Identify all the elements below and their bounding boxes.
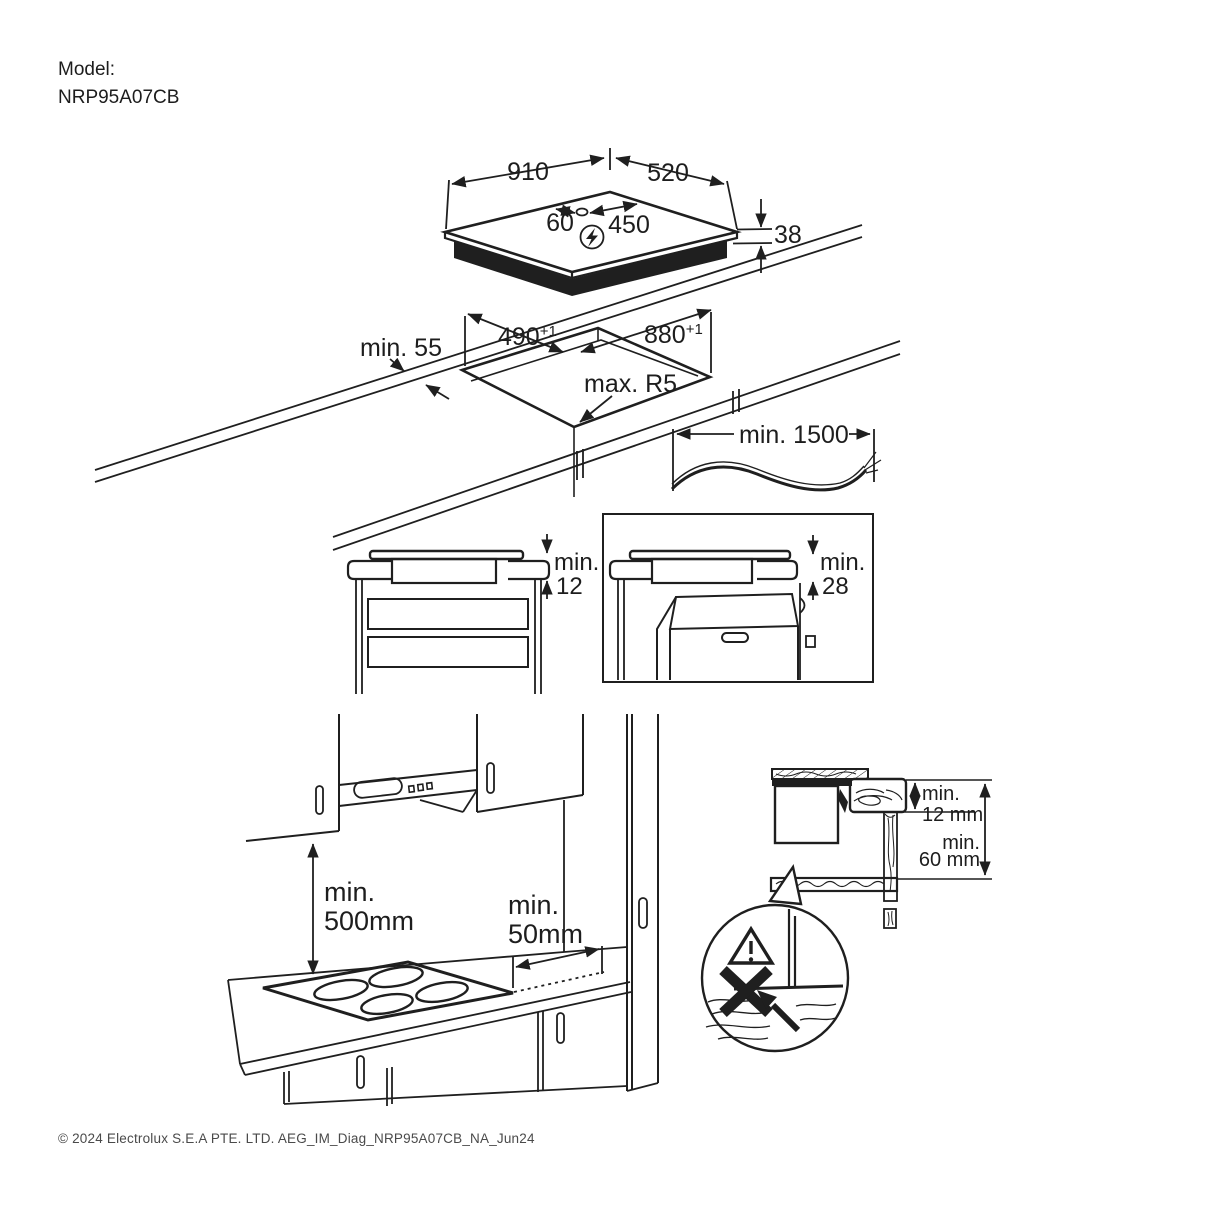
- cabinet-handle: [556, 1012, 565, 1044]
- cabinet-handle: [638, 897, 648, 929]
- burner: [368, 965, 424, 989]
- model-label: Model:: [58, 59, 116, 80]
- power-offset-large-label: 450: [608, 211, 650, 239]
- oven-clearance-min-label: min.: [820, 549, 865, 576]
- cabinet-handle: [356, 1055, 365, 1089]
- pointer-arrow: [757, 990, 801, 1033]
- worktop-edge: [332, 340, 901, 538]
- side-clearance-min-label: min.: [508, 890, 559, 920]
- drawer-front: [367, 636, 529, 668]
- frame: [602, 513, 874, 683]
- oven: [656, 583, 816, 680]
- oven-handle: [721, 632, 749, 643]
- hob-base: [454, 241, 727, 296]
- drawer-clearance-min-label: min.: [554, 549, 599, 576]
- hob-outline: [262, 960, 514, 1022]
- support-block: [848, 777, 908, 814]
- worktop-strip: [771, 768, 869, 780]
- panel-gap-value: 60 mm: [919, 849, 980, 871]
- cross-icon: [719, 965, 773, 1018]
- gap-pointer: [838, 789, 848, 813]
- hood-buttons: [407, 781, 434, 794]
- oven-knob: [805, 635, 816, 648]
- power-cable-diagram: min. 1500: [670, 421, 882, 492]
- hob-glass-edge: [772, 779, 852, 786]
- hood-clearance-value: 500mm: [324, 906, 414, 936]
- power-connection-point: [575, 207, 589, 217]
- cable-length-label: min. 1500: [739, 421, 849, 449]
- support-post: [883, 811, 898, 929]
- warning-triangle-icon: [726, 925, 776, 965]
- side-clearance-value: 50mm: [508, 919, 583, 949]
- hob-dimension-diagram: 910 520 60 450 38: [440, 148, 802, 296]
- model-number: NRP95A07CB: [58, 87, 180, 108]
- hob-glass: [628, 549, 792, 561]
- hob-depth-label: 520: [647, 159, 689, 187]
- panel-gap-min-label: min.: [942, 832, 980, 854]
- lightning-bolt: [586, 228, 598, 247]
- cutout-depth-label: 490+1: [498, 323, 557, 351]
- hood-clearance-min-label: min.: [324, 877, 375, 907]
- cable-line: [670, 465, 868, 492]
- panel-thickness-min-label: min.: [922, 783, 960, 805]
- burners: [313, 965, 469, 1016]
- corner-radius-label: max. R5: [584, 370, 677, 398]
- worktop-section: [608, 559, 651, 581]
- drawer-front: [367, 598, 529, 630]
- hob-glass: [368, 549, 525, 561]
- worktop-edge: [332, 353, 901, 551]
- worktop-section: [346, 559, 391, 581]
- drawer-clearance-diagram: min. 12: [346, 534, 599, 694]
- burner: [360, 992, 414, 1016]
- detail-circle: [700, 903, 850, 1053]
- cable-line: [671, 461, 865, 486]
- warning-detail-circle: [700, 864, 850, 1053]
- hob-body: [650, 557, 754, 585]
- hob-body: [390, 557, 498, 585]
- worktop-edge: [94, 236, 863, 483]
- front-clearance-label: min. 55: [360, 334, 442, 362]
- support-panel-detail-diagram: min. 12 mm min. 60 mm: [769, 768, 992, 929]
- cable-wires: [863, 451, 882, 474]
- drawer-clearance-value: 12: [556, 573, 583, 600]
- cutout-width-label: 880+1: [644, 321, 703, 349]
- hob-width-label: 910: [507, 158, 549, 186]
- hob-body: [773, 784, 840, 845]
- oven-clearance-diagram: min. 28: [602, 513, 874, 683]
- model-block: Model: NRP95A07CB: [58, 56, 179, 112]
- cabinet-handle: [486, 762, 495, 794]
- power-offset-small-label: 60: [546, 209, 574, 237]
- worktop-section: [757, 559, 799, 581]
- cabinet-handle: [315, 785, 324, 815]
- burner: [415, 980, 469, 1004]
- worktop-section: [508, 559, 551, 581]
- hood-clearance-diagram: min. 500mm min. 50mm: [227, 714, 659, 1106]
- footer-text: © 2024 Electrolux S.E.A PTE. LTD. AEG_IM…: [58, 1131, 535, 1146]
- oven-clearance-value: 28: [822, 573, 849, 600]
- cutout-diagram: min. 55 490+1 880+1 max. R5: [94, 224, 901, 551]
- burner: [313, 978, 369, 1002]
- panel-thickness-value: 12 mm: [922, 804, 983, 826]
- callout-wedge: [767, 864, 803, 906]
- hob-height-label: 38: [774, 221, 802, 249]
- hood-filter: [353, 777, 403, 799]
